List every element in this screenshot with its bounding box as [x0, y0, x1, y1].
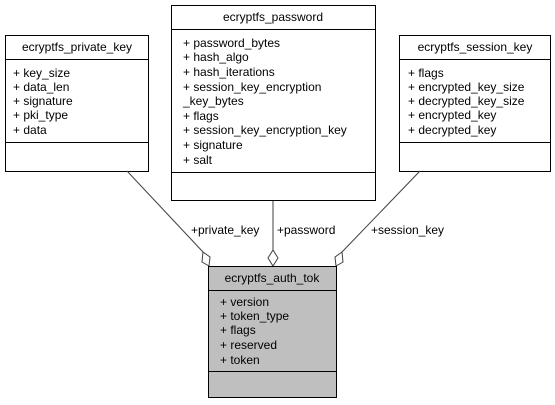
- attr-private-key-1: + data_len: [13, 80, 69, 94]
- attr-auth-tok-1: + token_type: [220, 309, 289, 323]
- attr-password-0: + password_bytes: [183, 36, 280, 50]
- edge-password-diamond: [267, 249, 279, 267]
- attr-password-1: + hash_algo: [183, 50, 249, 64]
- class-box-private-key[interactable]: ecryptfs_private_key + key_size + data_l…: [5, 35, 149, 172]
- attr-private-key-3: + pki_type: [13, 108, 68, 122]
- class-box-private-key-frame: [5, 35, 149, 172]
- class-box-auth-tok-frame: [208, 266, 337, 398]
- edge-password: +password: [267, 201, 335, 267]
- attr-auth-tok-3: + reserved: [220, 338, 277, 352]
- edge-label-private-key: +private_key: [191, 223, 259, 237]
- class-box-session-key-frame: [399, 35, 551, 172]
- attr-password-5: + flags: [183, 109, 219, 123]
- attr-password-7: + signature: [183, 138, 243, 152]
- attr-private-key-4: + data: [13, 123, 47, 137]
- edge-private-key-line: [126, 170, 204, 253]
- edge-session-key-diamond: [334, 251, 344, 267]
- class-box-password-frame: [171, 5, 376, 201]
- class-title-auth-tok: ecryptfs_auth_tok: [225, 271, 321, 285]
- attr-private-key-0: + key_size: [13, 66, 70, 80]
- attr-password-8: + salt: [183, 153, 213, 167]
- attr-session-key-2: + decrypted_key_size: [408, 94, 525, 108]
- class-title-password: ecryptfs_password: [223, 10, 323, 24]
- attr-password-2: + hash_iterations: [183, 65, 275, 79]
- class-title-session-key: ecryptfs_session_key: [418, 40, 533, 54]
- edge-label-password: +password: [277, 223, 335, 237]
- attr-password-3: + session_key_encryption: [183, 80, 321, 94]
- edge-session-key: +session_key: [334, 170, 444, 267]
- edge-private-key: +private_key: [126, 170, 259, 267]
- attr-session-key-3: + encrypted_key: [408, 108, 496, 122]
- edge-label-session-key: +session_key: [371, 223, 444, 237]
- class-box-password[interactable]: ecryptfs_password + password_bytes + has…: [171, 5, 376, 201]
- attr-auth-tok-4: + token: [220, 353, 260, 367]
- attr-auth-tok-2: + flags: [220, 323, 256, 337]
- edge-session-key-line: [341, 170, 421, 253]
- edge-private-key-diamond: [201, 251, 211, 267]
- attr-password-6: + session_key_encryption_key: [183, 123, 347, 137]
- attr-session-key-4: + decrypted_key: [408, 123, 496, 137]
- attr-private-key-2: + signature: [13, 94, 73, 108]
- class-box-auth-tok[interactable]: ecryptfs_auth_tok + version + token_type…: [208, 266, 337, 398]
- attr-session-key-0: + flags: [408, 66, 444, 80]
- class-title-private-key: ecryptfs_private_key: [22, 40, 132, 54]
- attr-session-key-1: + encrypted_key_size: [408, 80, 525, 94]
- attr-auth-tok-0: + version: [220, 295, 269, 309]
- class-box-session-key[interactable]: ecryptfs_session_key + flags + encrypted…: [399, 35, 551, 172]
- attr-password-4: _key_bytes: [182, 94, 244, 108]
